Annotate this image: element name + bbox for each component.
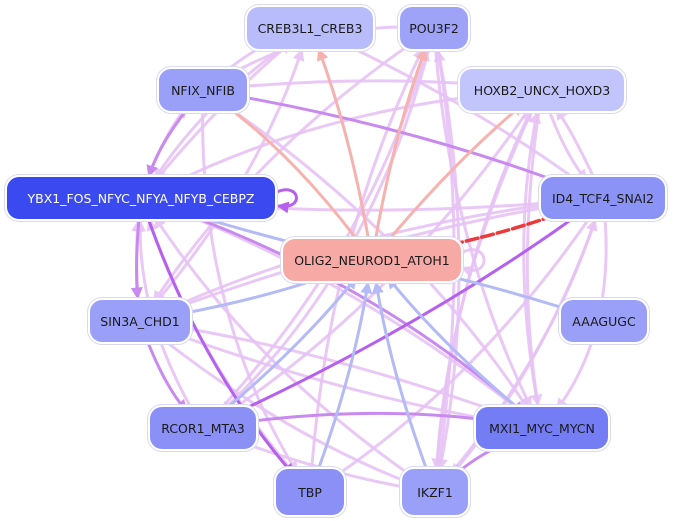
edge-hoxb2-mxi1: [525, 88, 544, 407]
node-olig2[interactable]: OLIG2_NEUROD1_ATOH1: [281, 237, 463, 283]
edge-ybx1-ybx1-self: [275, 188, 298, 214]
edge-ikzf1-olig2: [371, 281, 437, 494]
node-mxi1[interactable]: MXI1_MYC_MYCN: [474, 405, 610, 451]
edge-tbp-olig2: [308, 281, 373, 494]
node-nfix[interactable]: NFIX_NFIB: [157, 67, 249, 113]
edge-pou3f2-sin3a: [152, 26, 436, 304]
node-ikzf1[interactable]: IKZF1: [400, 467, 470, 517]
node-aaagugc[interactable]: AAAGUGC: [559, 298, 649, 344]
edge-olig2-pou3f2: [370, 48, 428, 262]
edge-ybx1-tbp: [139, 196, 295, 476]
edge-sin3a-ikzf1: [138, 319, 413, 486]
node-id4[interactable]: ID4_TCF4_SNAI2: [539, 175, 667, 221]
node-ybx1[interactable]: YBX1_FOS_NFYC_NFYA_NFYB_CEBPZ: [5, 175, 277, 221]
edge-nfix-tbp: [201, 88, 298, 474]
node-sin3a[interactable]: SIN3A_CHD1: [88, 298, 192, 344]
edge-sin3a-mxi1: [138, 319, 519, 429]
node-tbp[interactable]: TBP: [274, 467, 346, 517]
edge-rcor1-id4: [201, 210, 584, 430]
edge-olig2-nfix: [222, 102, 374, 262]
edge-id4-tbp: [329, 196, 605, 481]
node-hoxb2[interactable]: HOXB2_UNCX_HOXD3: [458, 67, 626, 113]
node-creb3l1[interactable]: CREB3L1_CREB3: [245, 5, 375, 51]
node-rcor1[interactable]: RCOR1_MTA3: [148, 405, 258, 451]
edge-olig2-creb3l1: [316, 48, 374, 262]
node-pou3f2[interactable]: POU3F2: [398, 5, 470, 51]
